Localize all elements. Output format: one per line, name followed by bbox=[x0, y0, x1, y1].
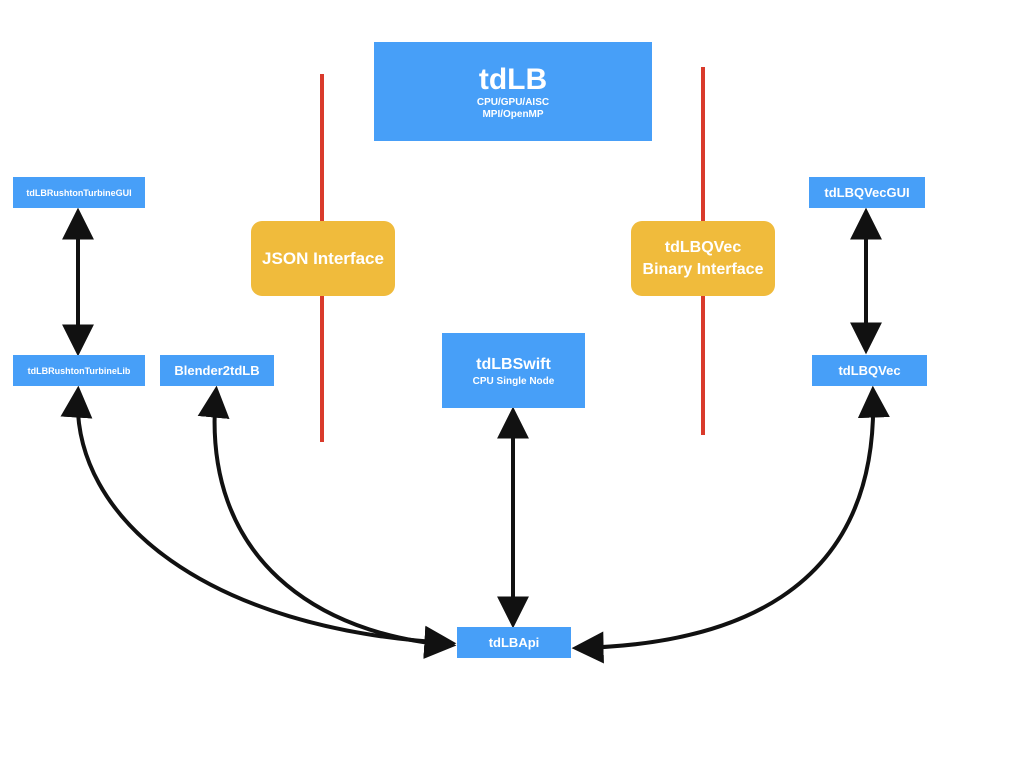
tdlbapi-label: tdLBApi bbox=[488, 635, 540, 650]
rushton-turbine-gui-label: tdLBRushtonTurbineGUI bbox=[26, 187, 132, 198]
qvec-node: tdLBQVec bbox=[812, 355, 927, 386]
tdlbswift-title: tdLBSwift bbox=[476, 355, 551, 373]
qvec-label: tdLBQVec bbox=[838, 363, 901, 378]
tdlbapi-node: tdLBApi bbox=[457, 627, 571, 658]
rushton-turbine-lib-label: tdLBRushtonTurbineLib bbox=[27, 365, 131, 376]
tdlbswift-subtitle: CPU Single Node bbox=[472, 375, 555, 387]
tdlb-title: tdLB bbox=[478, 62, 548, 96]
rushton-turbine-lib-node: tdLBRushtonTurbineLib bbox=[13, 355, 145, 386]
blender2tdlb-label: Blender2tdLB bbox=[174, 363, 260, 378]
qvec-gui-label: tdLBQVecGUI bbox=[824, 185, 910, 200]
binary-interface-node: tdLBQVec Binary Interface bbox=[631, 221, 775, 296]
blender2tdlb-node: Blender2tdLB bbox=[160, 355, 274, 386]
arrow-blender-to-api bbox=[197, 385, 457, 659]
binary-interface-line1: tdLBQVec bbox=[664, 238, 742, 256]
tdlbswift-node: tdLBSwift CPU Single Node bbox=[442, 333, 585, 408]
arrow-rushton-lib-to-api bbox=[60, 385, 457, 658]
binary-interface-line2: Binary Interface bbox=[642, 260, 764, 278]
arrow-qvec-to-api bbox=[571, 385, 890, 664]
rushton-turbine-gui-node: tdLBRushtonTurbineGUI bbox=[13, 177, 145, 208]
qvec-gui-node: tdLBQVecGUI bbox=[809, 177, 925, 208]
tdlb-subtitle-line1: CPU/GPU/AISC bbox=[476, 96, 550, 108]
tdlb-node: tdLB CPU/GPU/AISC MPI/OpenMP bbox=[374, 42, 652, 141]
tdlb-subtitle-line2: MPI/OpenMP bbox=[482, 108, 544, 120]
json-interface-label: JSON Interface bbox=[262, 248, 384, 268]
json-interface-node: JSON Interface bbox=[251, 221, 395, 296]
